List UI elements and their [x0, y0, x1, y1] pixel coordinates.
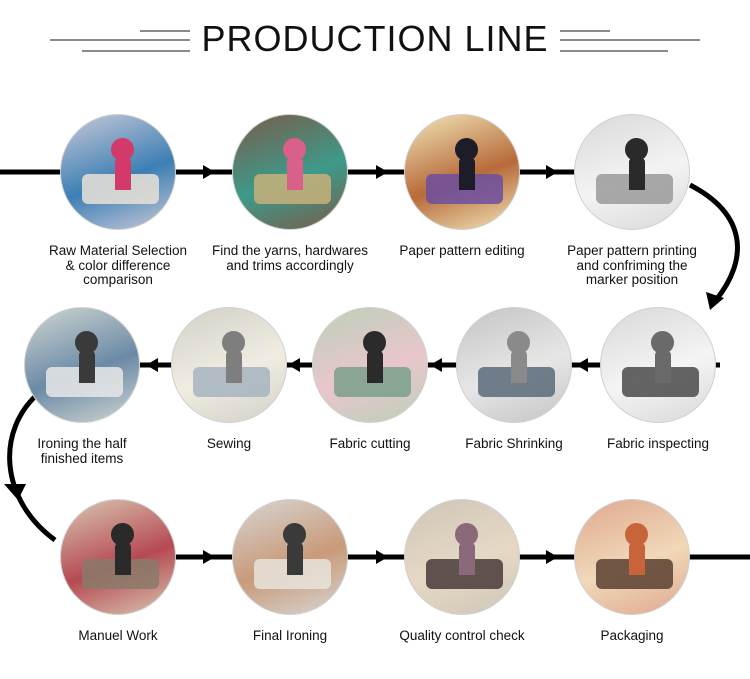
process-step: Ironing the half finished items [0, 307, 172, 503]
step-label: Paper pattern printing and confriming th… [567, 243, 697, 287]
packaging-photo [574, 499, 690, 615]
title-rule-left-bottom [82, 50, 190, 52]
arrow-2b-2 [288, 358, 300, 372]
process-step: Raw Material Selection & color differenc… [28, 114, 208, 310]
step-label: Paper pattern editing [399, 243, 525, 258]
step-label: Packaging [600, 628, 664, 643]
process-step: Fabric Shrinking [424, 307, 604, 503]
process-step: Manuel Work [28, 499, 208, 679]
arrow-3-4 [546, 165, 558, 179]
hand-work-photo [60, 499, 176, 615]
step-label: Sewing [206, 436, 252, 451]
title-rule-left-top [50, 39, 190, 41]
title-rule-left-short [140, 30, 190, 32]
arrow-1-2 [203, 165, 215, 179]
step-label: Fabric Shrinking [465, 436, 563, 451]
shrinking-machine-photo [456, 307, 572, 423]
fabric-rolls-photo [60, 114, 176, 230]
step-label: Manuel Work [78, 628, 158, 643]
sewing-room-photo [171, 307, 287, 423]
arrow-3-2 [376, 550, 388, 564]
title-rule-right-bottom [560, 50, 668, 52]
curve-row2-row3 [7, 390, 57, 543]
process-step: Paper pattern printing and confriming th… [542, 114, 722, 310]
title-rule-right-short [560, 30, 610, 32]
process-step: Packaging [542, 499, 722, 679]
step-label: Find the yarns, hardwares and trims acco… [211, 243, 369, 273]
step-label: Ironing the half finished items [37, 436, 127, 466]
process-step: Fabric cutting [280, 307, 460, 503]
step-label: Raw Material Selection & color differenc… [48, 243, 188, 287]
ironing-room-photo [24, 307, 140, 423]
process-step: Find the yarns, hardwares and trims acco… [200, 114, 380, 310]
final-ironing-photo [232, 499, 348, 615]
process-step: Fabric inspecting [568, 307, 748, 503]
arrow-2b-1 [146, 358, 158, 372]
process-step: Paper pattern editing [372, 114, 552, 310]
page-title: PRODUCTION LINE [201, 18, 549, 59]
arrow-2-3 [376, 165, 388, 179]
arrow-2b-4 [576, 358, 588, 372]
step-label: Fabric cutting [329, 436, 411, 451]
arrow-2b-3 [430, 358, 442, 372]
cutting-table-photo [312, 307, 428, 423]
curve-row2-row3-arrowhead [4, 484, 26, 500]
pattern-computer-photo [404, 114, 520, 230]
plotter-photo [574, 114, 690, 230]
yarn-cones-photo [232, 114, 348, 230]
curve-row1-row2-arrowhead [706, 292, 724, 310]
step-label: Fabric inspecting [606, 436, 710, 451]
title-rule-right-top [560, 39, 700, 41]
process-step: Final Ironing [200, 499, 380, 679]
arrow-3-1 [203, 550, 215, 564]
qc-table-photo [404, 499, 520, 615]
step-label: Final Ironing [252, 628, 328, 643]
process-step: Sewing [139, 307, 319, 503]
step-label: Quality control check [399, 628, 525, 643]
arrow-3-3 [546, 550, 558, 564]
curve-row1-row2 [688, 182, 740, 302]
process-step: Quality control check [372, 499, 552, 679]
inspection-frame-photo [600, 307, 716, 423]
